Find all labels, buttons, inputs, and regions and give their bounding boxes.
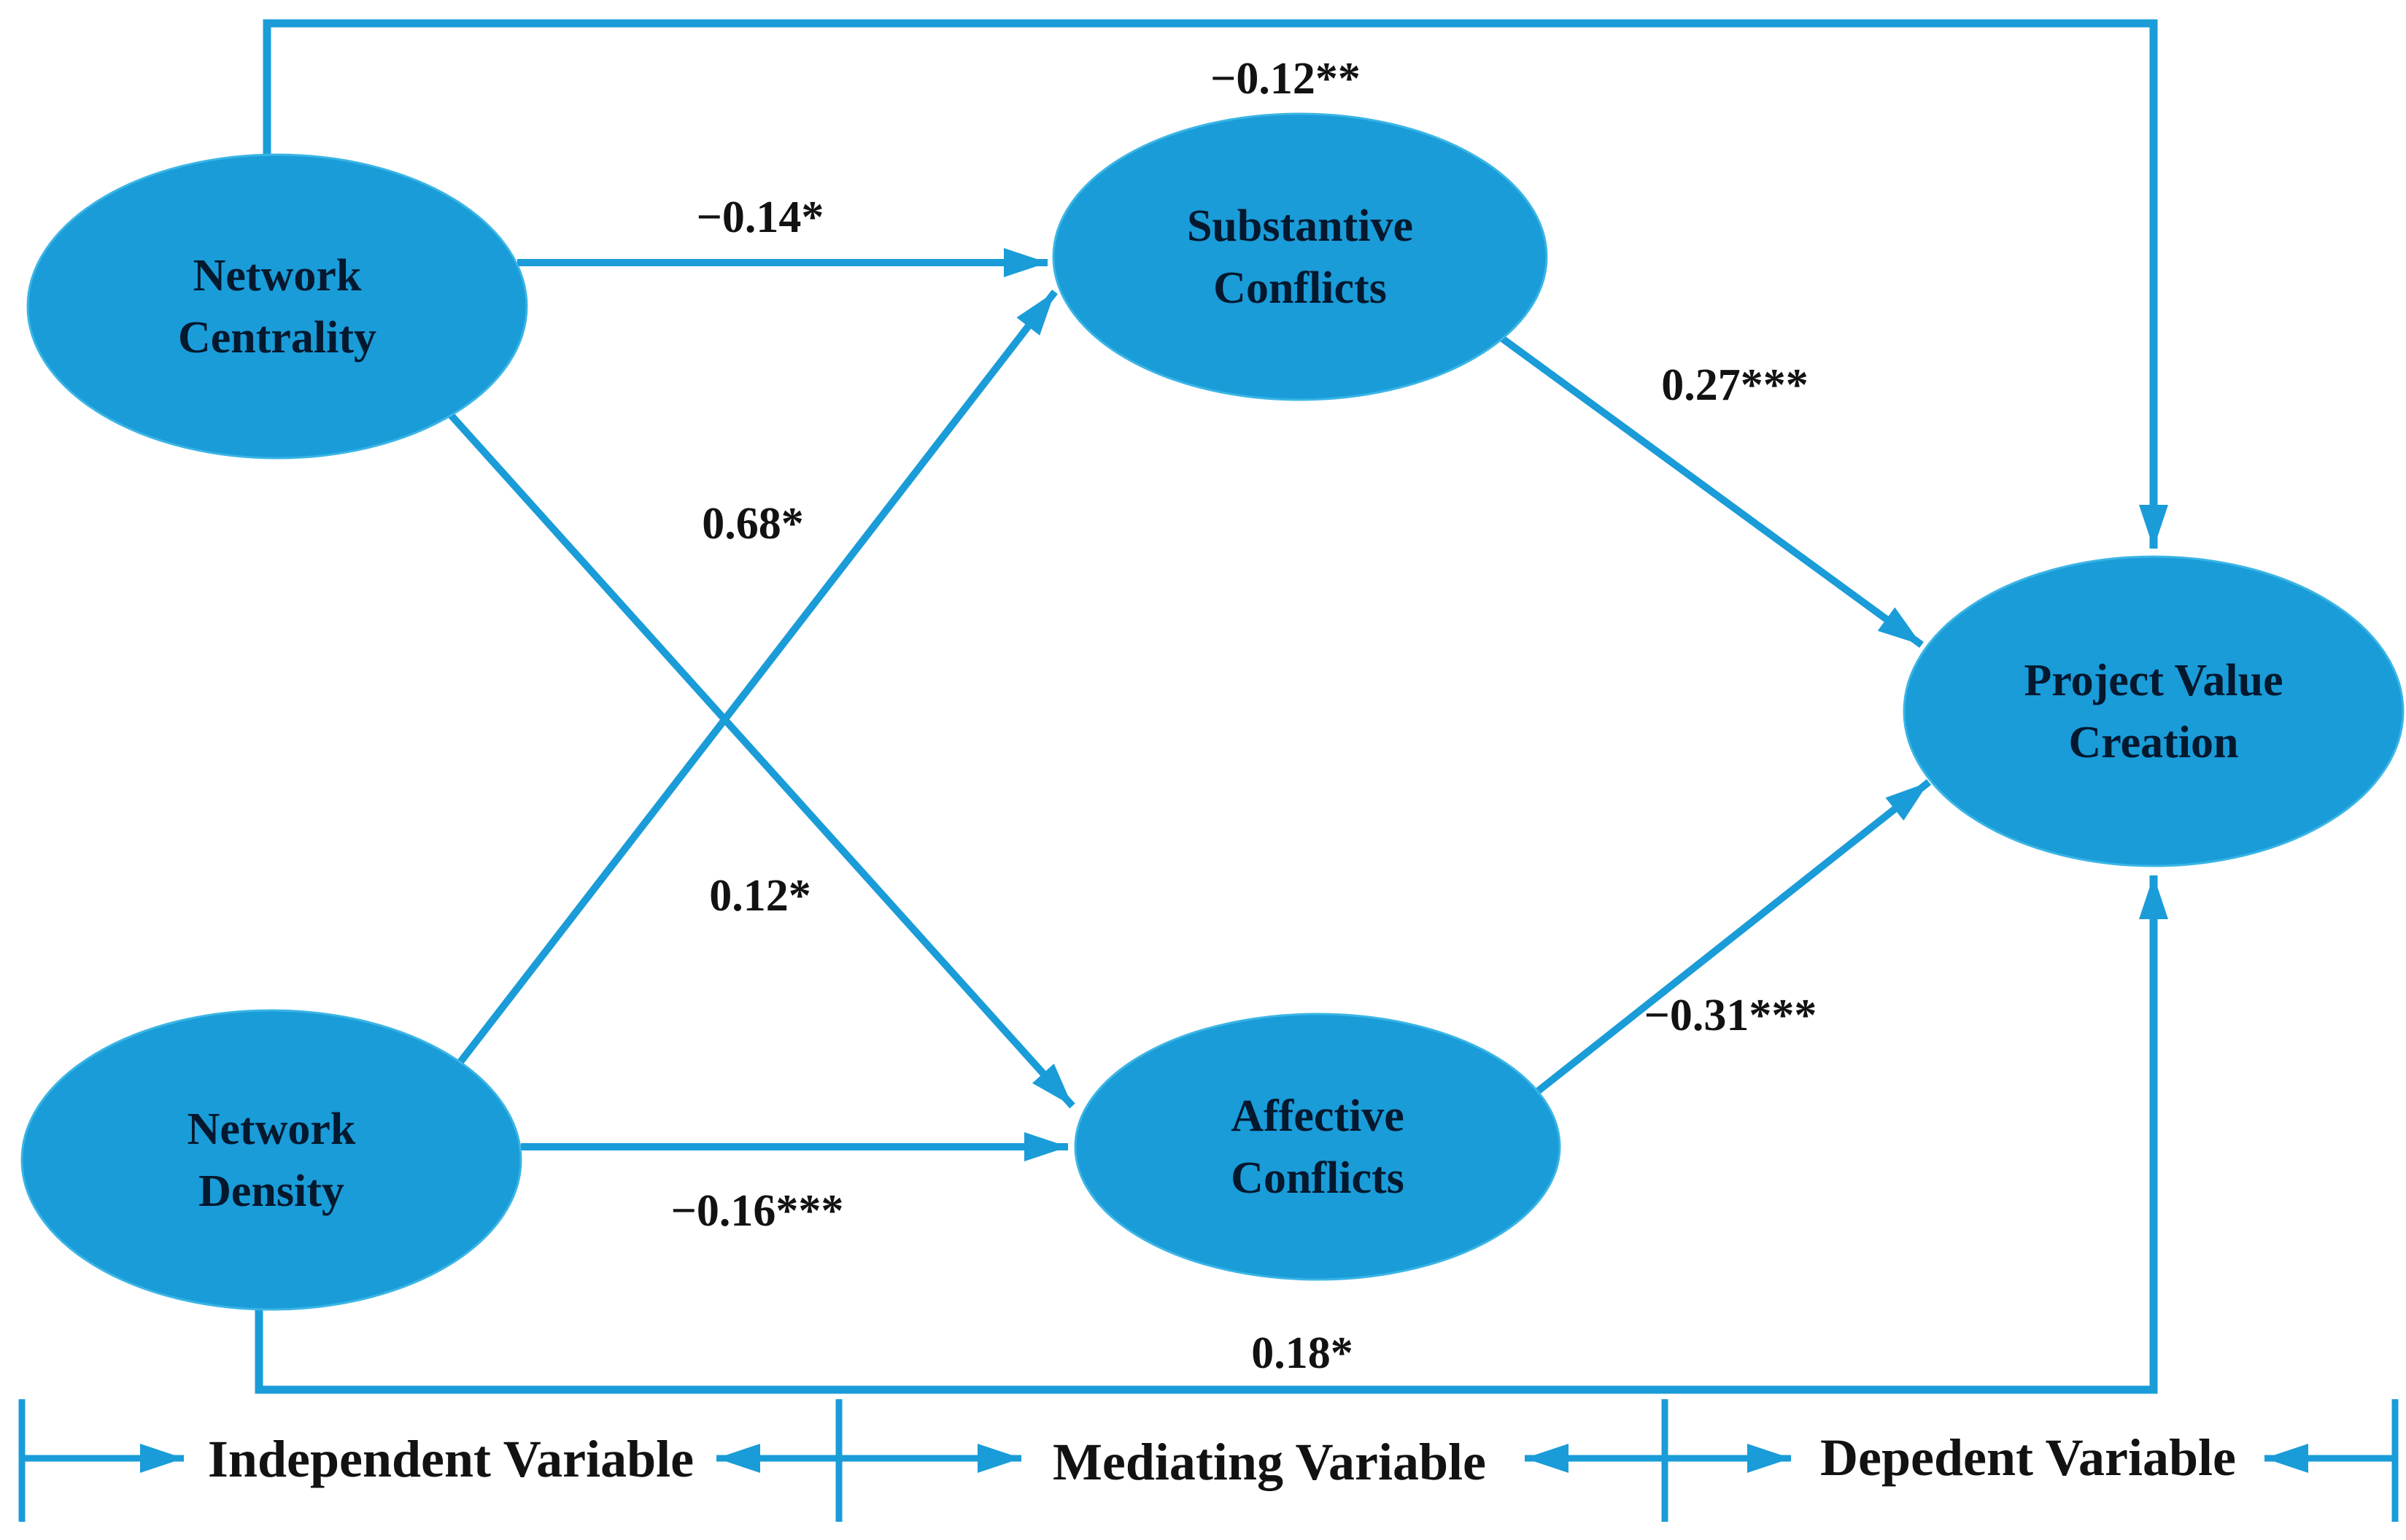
node-network-density: Network Density — [20, 1009, 522, 1311]
project-value-creation-label-line1: Project Value — [2024, 656, 2283, 705]
coefficient-density-affective: −0.16*** — [671, 1186, 844, 1236]
coefficient-centrality-value: −0.12** — [1210, 54, 1361, 104]
legend-label-mediating: Mediating Variable — [1053, 1433, 1486, 1491]
affective-conflicts-ellipse — [1074, 1013, 1561, 1281]
network-density-ellipse — [20, 1009, 522, 1311]
substantive-conflicts-label-line1: Substantive — [1187, 201, 1413, 251]
edge-centrality-to-value — [263, 19, 2168, 549]
coefficient-density-value: 0.18* — [1251, 1328, 1353, 1378]
node-project-value-creation: Project Value Creation — [1903, 555, 2405, 867]
legend-label-dependent: Depedent Variable — [1820, 1428, 2236, 1487]
edge-density-to-substantive — [449, 289, 1058, 1075]
network-density-label-line1: Network — [187, 1104, 356, 1154]
coefficient-centrality-affective: 0.12* — [709, 871, 811, 921]
network-centrality-ellipse — [26, 153, 528, 460]
affective-conflicts-label-line2: Conflicts — [1231, 1153, 1404, 1203]
edge-substantive-to-value — [1486, 325, 1924, 649]
legend-bracket: Independent Variable Mediating Variable … — [18, 1399, 2399, 1522]
edge-affective-to-value — [1522, 779, 1932, 1104]
edge-density-to-value — [255, 875, 2168, 1394]
node-substantive-conflicts: Substantive Conflicts — [1052, 112, 1548, 401]
coefficient-affective-value: −0.31*** — [1644, 991, 1817, 1040]
project-value-creation-ellipse — [1903, 555, 2405, 867]
affective-conflicts-label-line1: Affective — [1231, 1091, 1404, 1141]
network-centrality-label-line1: Network — [193, 251, 362, 301]
project-value-creation-label-line2: Creation — [2068, 718, 2238, 767]
coefficient-density-substantive: 0.68* — [702, 499, 804, 549]
coefficient-substantive-value: 0.27*** — [1661, 360, 1809, 410]
legend-label-independent: Independent Variable — [208, 1430, 694, 1488]
edge-centrality-to-affective — [442, 406, 1075, 1109]
node-affective-conflicts: Affective Conflicts — [1074, 1013, 1561, 1281]
substantive-conflicts-ellipse — [1052, 112, 1548, 401]
node-network-centrality: Network Centrality — [26, 153, 528, 460]
network-density-label-line2: Density — [198, 1166, 344, 1216]
network-centrality-label-line2: Centrality — [178, 313, 376, 363]
substantive-conflicts-label-line2: Conflicts — [1213, 263, 1387, 313]
coefficient-centrality-substantive: −0.14* — [697, 193, 824, 242]
